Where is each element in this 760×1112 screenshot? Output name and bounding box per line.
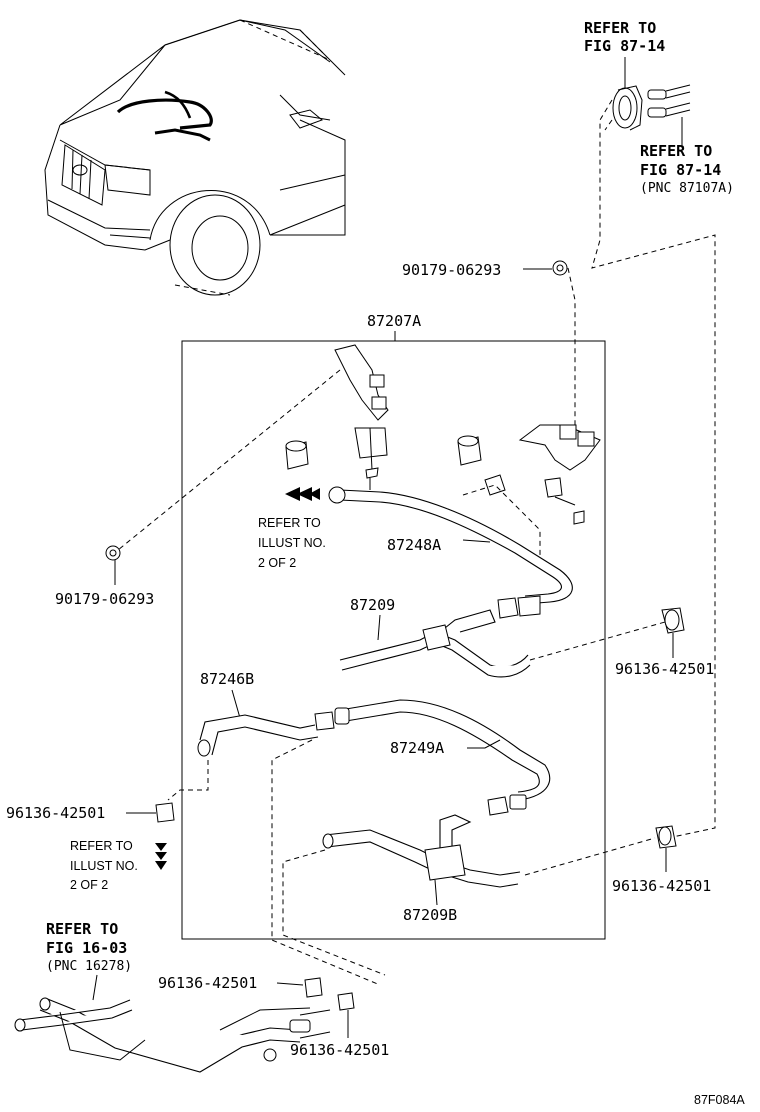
part-label-clamp-left: 96136-42501 (6, 804, 105, 822)
bolt-right-part (573, 510, 585, 525)
figure-code: 87F084A (694, 1093, 745, 1107)
clamp-right-upper-part (661, 607, 685, 634)
bracket-right (518, 424, 601, 471)
ref-right-line2: FIG 87-14 (640, 161, 721, 179)
part-label-clamp-right-upper: 96136-42501 (615, 660, 714, 678)
grommet-left-part (285, 440, 309, 470)
water-pipe-assembly-part (14, 997, 331, 1073)
clip-top-part (552, 260, 568, 276)
clamp-small-upper-part (484, 474, 576, 506)
part-label-clamp-right-lower: 96136-42501 (612, 877, 711, 895)
ref-bottom-left-line2: FIG 16-03 (46, 939, 127, 957)
part-label-clip-top: 90179-06293 (402, 261, 501, 279)
ref-illust-lower-line2: ILLUST NO. (70, 859, 138, 873)
hose-87249a-part (334, 699, 551, 816)
ref-illust-lower-line3: 2 OF 2 (70, 878, 108, 892)
clamp-right-lower-part (655, 825, 677, 849)
part-label-hose-87209: 87209 (350, 596, 395, 614)
ref-top-right-line1: REFER TO (584, 19, 656, 37)
vehicle-illustration (44, 19, 346, 296)
grommet-part (612, 85, 643, 131)
ref-illust-upper-line1: REFER TO (258, 516, 321, 530)
hose-87248a-part (328, 486, 573, 605)
hose-87209b-part (322, 814, 521, 888)
arrow-left-icon (285, 487, 320, 501)
grommet-right-part (457, 435, 482, 466)
hose-87246b-part (197, 711, 335, 757)
part-label-hose-87246b: 87246B (200, 670, 254, 688)
bracket-upper (334, 344, 389, 471)
ref-bottom-left-line1: REFER TO (46, 920, 118, 938)
hose-87209-part (339, 595, 541, 678)
ref-illust-lower-line1: REFER TO (70, 839, 133, 853)
clamp-left-part (155, 802, 175, 823)
pipe-ends (647, 84, 691, 118)
ref-right-line1: REFER TO (640, 142, 712, 160)
part-label-assembly: 87207A (367, 312, 421, 330)
part-label-clamp-bottom-a: 96136-42501 (158, 974, 257, 992)
part-label-clamp-bottom-b: 96136-42501 (290, 1041, 389, 1059)
ref-illust-upper-line3: 2 OF 2 (258, 556, 296, 570)
part-label-hose-87209b: 87209B (403, 906, 457, 924)
clamp-bottom-a-part (304, 977, 323, 998)
ref-illust-upper-line2: ILLUST NO. (258, 536, 326, 550)
arrow-down-icon (155, 843, 167, 870)
ref-right-line3: (PNC 87107A) (640, 181, 734, 196)
clip-left-part (105, 545, 121, 561)
bolt-left-part (365, 467, 379, 490)
clamp-bottom-b-part (337, 992, 355, 1011)
part-label-clip-left: 90179-06293 (55, 590, 154, 608)
assembly-box (181, 340, 606, 940)
part-label-hose-87249a: 87249A (390, 739, 444, 757)
ref-top-right-line2: FIG 87-14 (584, 37, 665, 55)
part-label-hose-87248a: 87248A (387, 536, 441, 554)
ref-bottom-left-line3: (PNC 16278) (46, 959, 132, 974)
